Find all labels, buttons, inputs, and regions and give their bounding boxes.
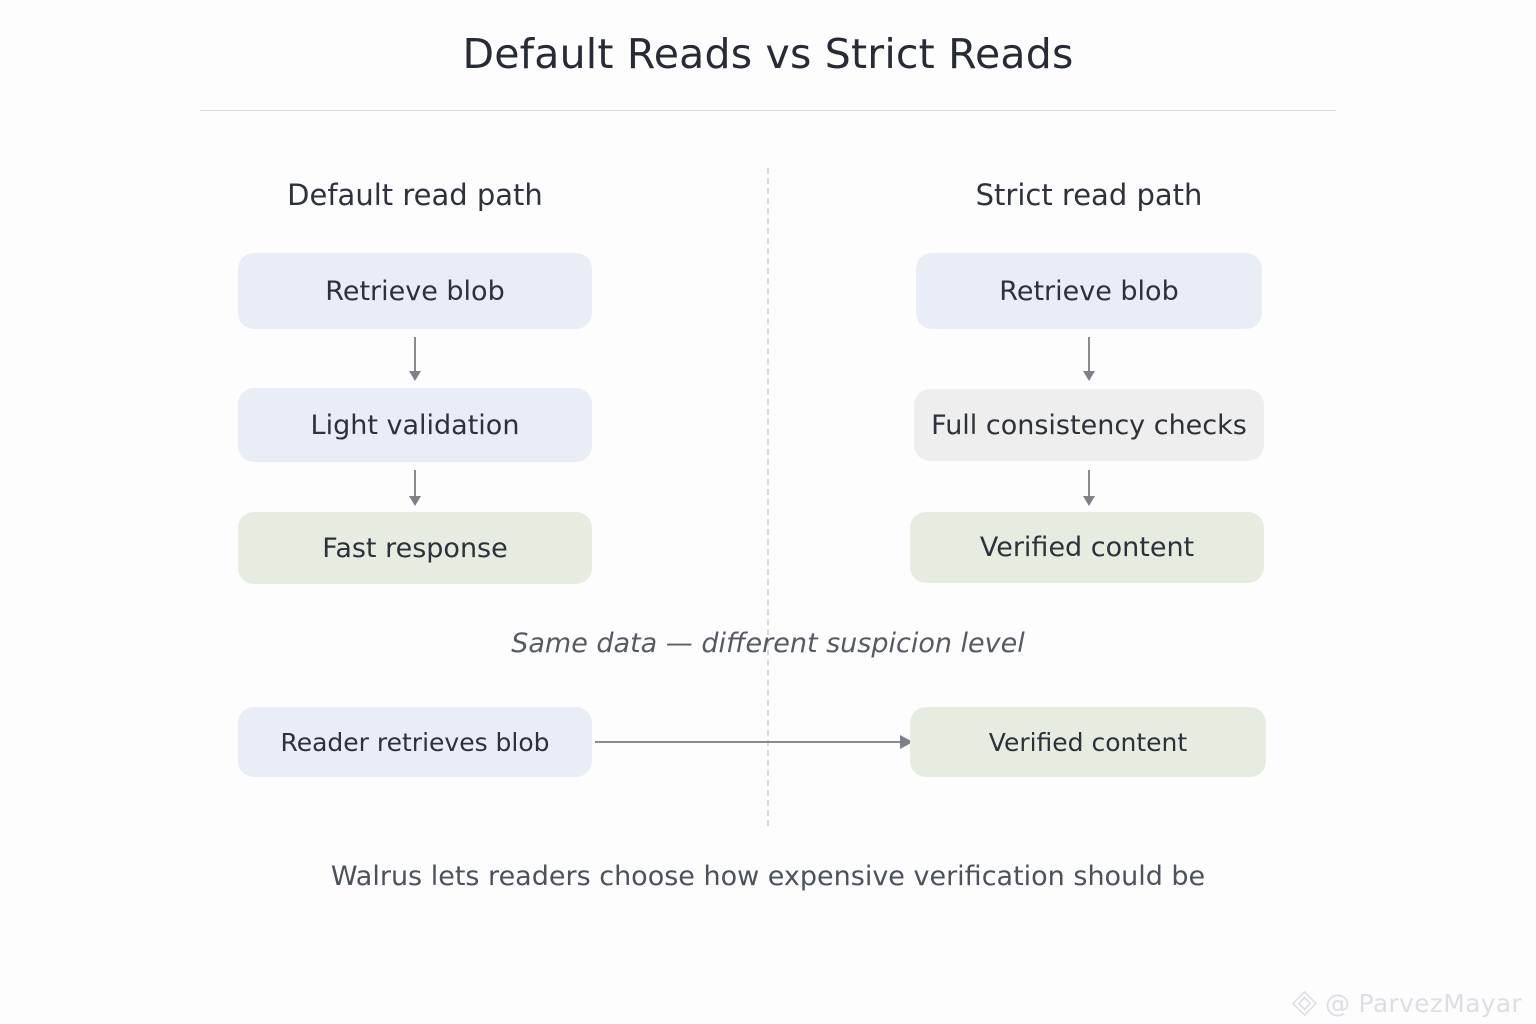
flow-box-strict-step-3: Verified content: [910, 512, 1264, 583]
flow-box-default-step-1: Retrieve blob: [238, 253, 592, 329]
flow-box-default-step-2: Light validation: [238, 388, 592, 462]
arrow-right-icon: [595, 735, 913, 749]
diamond-logo-icon: [1291, 990, 1318, 1017]
arrow-down-icon: [1082, 470, 1096, 508]
title-divider-rule: [200, 110, 1336, 111]
bottom-caption: Walrus lets readers choose how expensive…: [330, 861, 1206, 892]
flow-box-reader-retrieves-blob: Reader retrieves blob: [238, 707, 592, 777]
page-title: Default Reads vs Strict Reads: [462, 30, 1074, 78]
arrow-down-icon: [408, 470, 422, 508]
column-heading-default: Default read path: [287, 178, 543, 212]
flow-box-strict-step-2: Full consistency checks: [914, 389, 1264, 461]
watermark-handle: @ ParvezMayar: [1325, 989, 1522, 1018]
column-divider: [767, 168, 769, 826]
column-heading-strict: Strict read path: [975, 178, 1203, 212]
flow-box-strict-step-1: Retrieve blob: [916, 253, 1262, 329]
middle-caption: Same data — different suspicion level: [511, 628, 1025, 659]
arrow-down-icon: [1082, 337, 1096, 383]
flow-box-verified-content-result: Verified content: [910, 707, 1266, 777]
watermark: @ ParvezMayar: [1291, 989, 1522, 1018]
flow-box-default-step-3: Fast response: [238, 512, 592, 584]
arrow-down-icon: [408, 337, 422, 383]
